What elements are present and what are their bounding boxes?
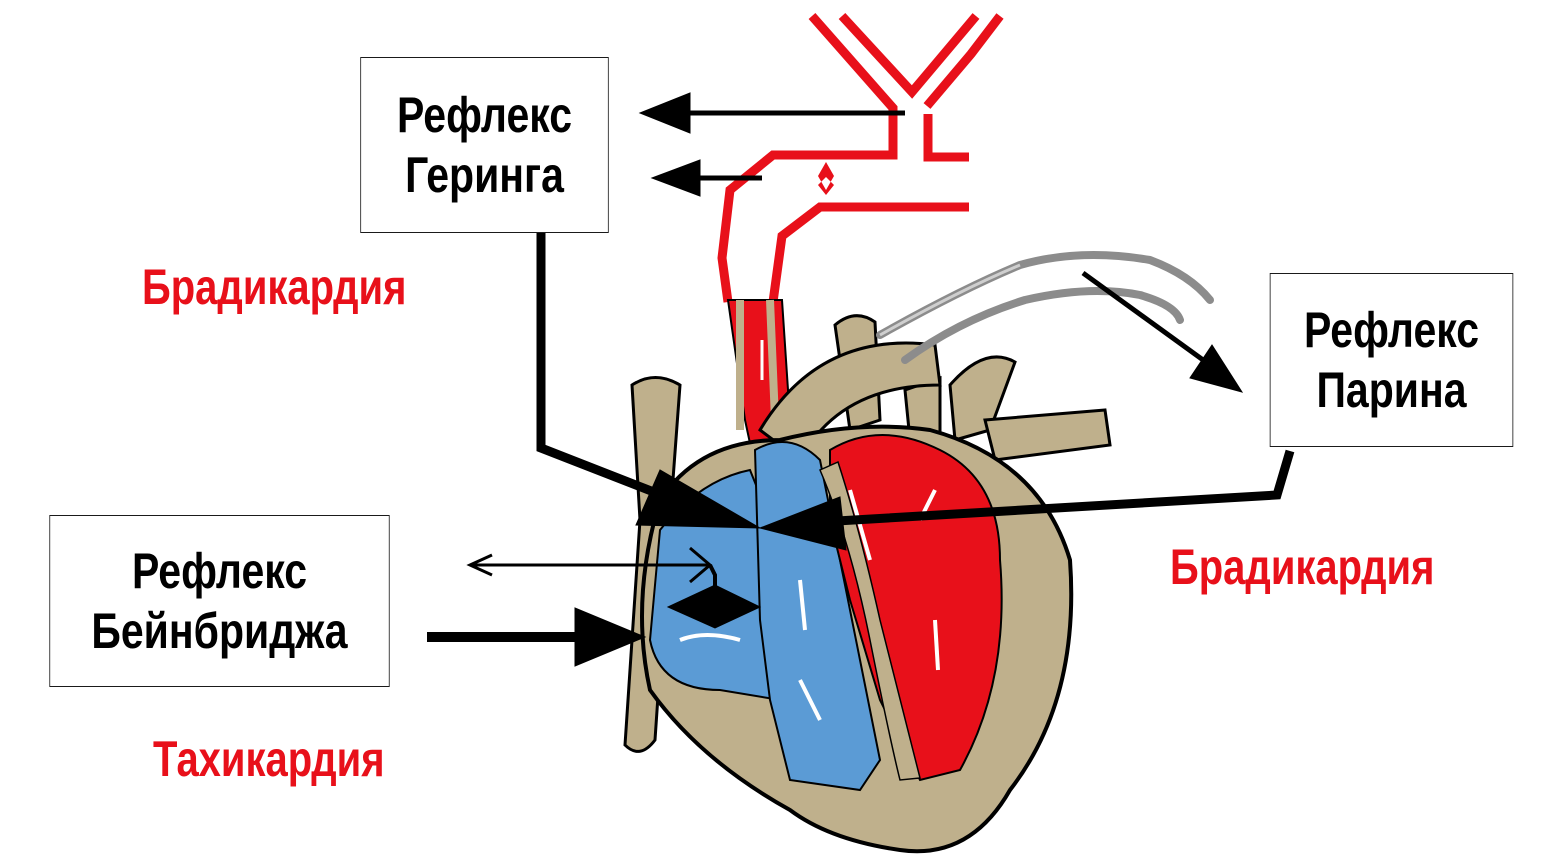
- reflex-hering-line1: Рефлекс: [397, 85, 572, 145]
- effect-bainbridge-label: Тахикардия: [153, 730, 385, 788]
- effect-hering-label: Брадикардия: [142, 258, 406, 316]
- reflex-bainbridge-line1: Рефлекс: [132, 541, 307, 601]
- carotid-bifurcation-icon: [722, 16, 1000, 302]
- reflex-hering-line2: Геринга: [405, 145, 564, 205]
- reflex-bainbridge-box: Рефлекс Бейнбриджа: [49, 515, 389, 687]
- reflex-parin-line2: Парина: [1316, 360, 1466, 420]
- reflex-hering-box: Рефлекс Геринга: [360, 57, 608, 233]
- reflex-parin-line1: Рефлекс: [1304, 300, 1479, 360]
- reflex-bainbridge-line2: Бейнбриджа: [91, 601, 347, 661]
- effect-parin-label: Брадикардия: [1170, 538, 1434, 596]
- reflex-parin-box: Рефлекс Парина: [1270, 273, 1514, 447]
- heart-illustration: [625, 316, 1110, 852]
